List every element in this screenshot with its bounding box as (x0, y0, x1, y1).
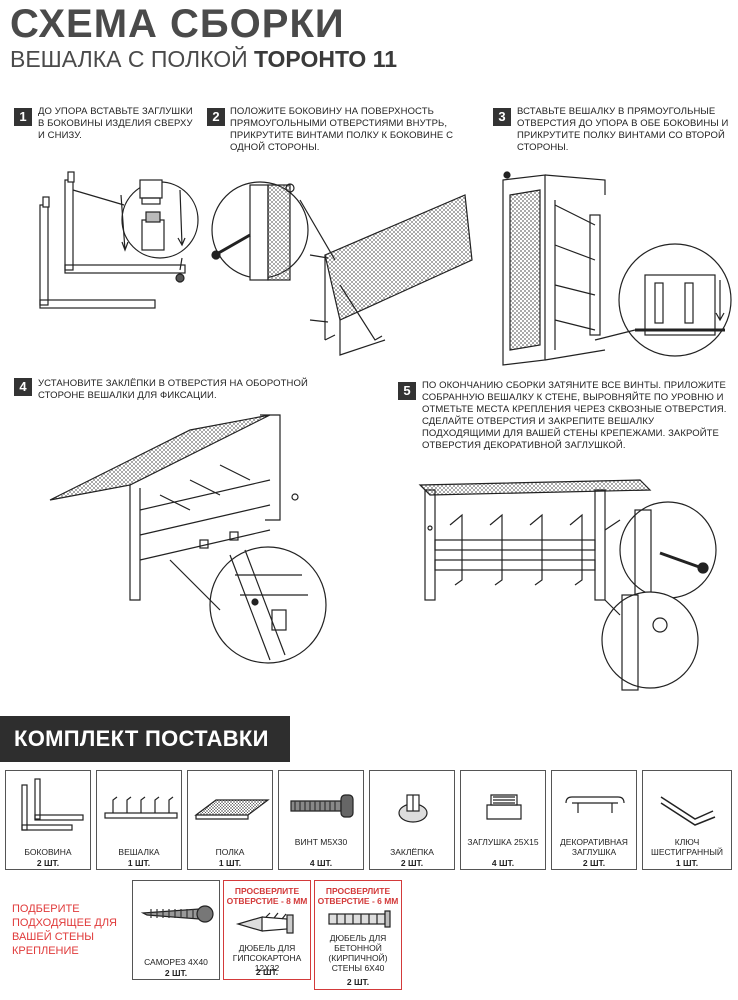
end-cap-icon (486, 794, 522, 820)
page-title: СХЕМА СБОРКИ (10, 2, 345, 46)
step-4-number: 4 (14, 378, 32, 396)
part-drywall-anchor: ПРОСВЕРЛИТЕ ОТВЕРСТИЕ - 8 мм ДЮБЕЛЬ ДЛЯ … (223, 880, 311, 980)
part-hex-key: КЛЮЧ ШЕСТИГРАННЫЙ 1 шт. (642, 770, 732, 870)
part-self-tapping-screw-qty: 2 шт. (164, 968, 188, 978)
product-name: ТОРОНТО 11 (254, 46, 398, 72)
step-1-text: ДО УПОРА ВСТАВЬТЕ ЗАГЛУШКИ В БОКОВИНЫ ИЗ… (38, 106, 193, 141)
step-1-illustration (20, 150, 200, 320)
part-self-tapping-screw: САМОРЕЗ 4х40 2 шт. (132, 880, 220, 980)
shelf-icon (194, 799, 270, 820)
part-shelf: ПОЛКА 1 шт. (187, 770, 273, 870)
hanger-rail-icon (104, 796, 178, 819)
kit-title-banner: КОМПЛЕКТ ПОСТАВКИ (0, 716, 290, 762)
step-3-number: 3 (493, 108, 511, 126)
part-shelf-name: ПОЛКА (215, 847, 245, 857)
concrete-anchor-icon (328, 910, 391, 928)
step-4-text: УСТАНОВИТЕ ЗАКЛЁПКИ В ОТВЕРСТИЯ НА ОБОРО… (38, 378, 308, 401)
wall-fastener-note: ПОДБЕРИТЕ ПОДХОДЯЩЕЕ ДЛЯ ВАШЕЙ СТЕНЫ КРЕ… (12, 903, 118, 957)
drywall-drill-note: ПРОСВЕРЛИТЕ ОТВЕРСТИЕ - 8 мм (226, 886, 308, 906)
step-2-illustration (210, 160, 480, 360)
part-drywall-anchor-qty: 2 шт. (255, 967, 279, 977)
rivet-icon (398, 794, 428, 823)
part-hanger-rail: ВЕШАЛКА 1 шт. (96, 770, 182, 870)
page-subtitle: ВЕШАЛКА С ПОЛКОЙ ТОРОНТО 11 (10, 46, 397, 73)
part-rivet: ЗАКЛЁПКА 2 шт. (369, 770, 455, 870)
part-end-cap-qty: 4 шт. (491, 858, 515, 868)
part-rivet-name: ЗАКЛЁПКА (390, 847, 434, 857)
hex-key-icon (660, 796, 716, 826)
part-side-panel-qty: 2 шт. (36, 858, 60, 868)
part-side-panel-name: БОКОВИНА (24, 847, 72, 857)
part-drywall-anchor-name: ДЮБЕЛЬ ДЛЯ ГИПСОКАРТОНА 12х32 (232, 943, 302, 973)
part-screw-qty: 4 шт. (309, 858, 333, 868)
part-side-panel: БОКОВИНА 2 шт. (5, 770, 91, 870)
part-screw-name: ВИНТ М5х30 (294, 837, 348, 847)
step-4-illustration (40, 410, 330, 685)
step-5-number: 5 (398, 382, 416, 400)
part-rivet-qty: 2 шт. (400, 858, 424, 868)
part-shelf-qty: 1 шт. (218, 858, 242, 868)
step-3-text: ВСТАВЬТЕ ВЕШАЛКУ В ПРЯМОУГОЛЬНЫЕ ОТВЕРСТ… (517, 106, 729, 153)
part-hex-key-name: КЛЮЧ ШЕСТИГРАННЫЙ (651, 837, 723, 857)
part-hanger-rail-name: ВЕШАЛКА (118, 847, 160, 857)
part-end-cap: ЗАГЛУШКА 25х15 4 шт. (460, 770, 546, 870)
part-hanger-rail-qty: 1 шт. (127, 858, 151, 868)
part-self-tapping-screw-name: САМОРЕЗ 4х40 (144, 957, 208, 967)
screw-icon (290, 794, 354, 818)
part-end-cap-name: ЗАГЛУШКА 25х15 (467, 837, 539, 847)
decorative-cap-icon (565, 796, 625, 813)
step-3-illustration (495, 165, 735, 370)
subtitle-prefix: ВЕШАЛКА С ПОЛКОЙ (10, 46, 255, 72)
part-decorative-cap-name: ДЕКОРАТИВНАЯ ЗАГЛУШКА (560, 837, 628, 857)
step-5-illustration (410, 470, 735, 700)
side-panel-icon (21, 778, 84, 831)
step-2-text: ПОЛОЖИТЕ БОКОВИНУ НА ПОВЕРХНОСТЬ ПРЯМОУГ… (230, 106, 454, 153)
part-screw: ВИНТ М5х30 4 шт. (278, 770, 364, 870)
part-concrete-anchor-qty: 2 шт. (346, 977, 370, 987)
part-hex-key-qty: 1 шт. (675, 858, 699, 868)
step-1-number: 1 (14, 108, 32, 126)
step-5-text: ПО ОКОНЧАНИЮ СБОРКИ ЗАТЯНИТЕ ВСЕ ВИНТЫ. … (422, 380, 727, 451)
drywall-anchor-icon (235, 912, 294, 934)
part-decorative-cap: ДЕКОРАТИВНАЯ ЗАГЛУШКА 2 шт. (551, 770, 637, 870)
part-concrete-anchor-name: ДЮБЕЛЬ ДЛЯ БЕТОННОЙ (КИРПИЧНОЙ) СТЕНЫ 6х… (328, 933, 388, 973)
part-decorative-cap-qty: 2 шт. (582, 858, 606, 868)
part-concrete-anchor: ПРОСВЕРЛИТЕ ОТВЕРСТИЕ - 6 мм ДЮБЕЛЬ ДЛЯ … (314, 880, 402, 990)
self-tapping-screw-icon (140, 905, 214, 923)
concrete-drill-note: ПРОСВЕРЛИТЕ ОТВЕРСТИЕ - 6 мм (317, 886, 399, 906)
step-2-number: 2 (207, 108, 225, 126)
